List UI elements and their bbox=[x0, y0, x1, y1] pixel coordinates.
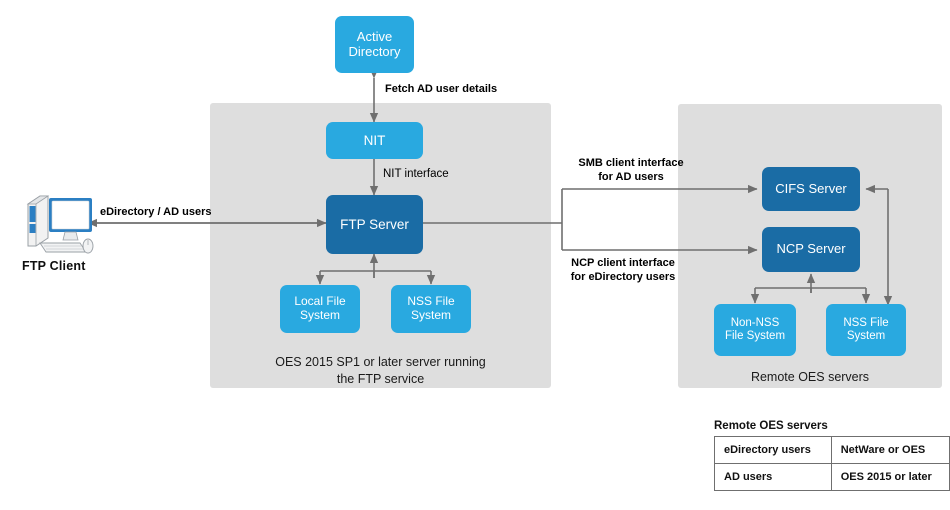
legend-cell-server-type: OES 2015 or later bbox=[830, 463, 950, 491]
smb-line-1: SMB client interface bbox=[578, 157, 684, 169]
node-nss-file-system-label: NSS File System bbox=[399, 294, 462, 323]
desktop-computer-icon bbox=[26, 195, 94, 254]
nonnss-line-1: Non-NSS bbox=[730, 316, 780, 329]
rnss-line-2: System bbox=[846, 330, 886, 342]
ncp-line-2: for eDirectory users bbox=[570, 271, 676, 284]
legend-title: Remote OES servers bbox=[714, 420, 828, 432]
label-smb-client-interface: SMB client interface for AD users bbox=[556, 156, 706, 185]
node-ftp-server[interactable]: FTP Server bbox=[326, 195, 423, 254]
label-fetch-ad-user-details: Fetch AD user details bbox=[385, 83, 498, 95]
legend-table-body: eDirectory users NetWare or OES AD users… bbox=[714, 436, 950, 491]
smb-line-2: for AD users bbox=[598, 171, 664, 184]
node-local-file-system[interactable]: Local File System bbox=[280, 285, 360, 333]
node-local-file-system-label: Local File System bbox=[286, 294, 353, 323]
node-active-directory-label: Active Directory bbox=[340, 28, 408, 60]
node-nss-file-system[interactable]: NSS File System bbox=[391, 285, 471, 333]
nonnss-line-2: File System bbox=[724, 330, 786, 342]
table-row: AD users OES 2015 or later bbox=[714, 463, 950, 491]
node-non-nss-file-system-label: Non-NSS File System bbox=[717, 317, 793, 343]
label-edirectory-ad-users: eDirectory / AD users bbox=[100, 206, 212, 218]
node-cifs-server-label: CIFS Server bbox=[775, 180, 847, 196]
label-nit-interface: NIT interface bbox=[383, 168, 449, 180]
node-remote-nss-file-system-label: NSS File System bbox=[835, 317, 896, 343]
ad-line-1: Active bbox=[356, 28, 393, 44]
caption-right-panel: Remote OES servers bbox=[678, 369, 942, 386]
legend-cell-server-type: NetWare or OES bbox=[830, 436, 950, 464]
node-ncp-server[interactable]: NCP Server bbox=[762, 227, 860, 272]
legend-table: eDirectory users NetWare or OES AD users… bbox=[714, 436, 950, 491]
nfs-line-1: NSS File bbox=[407, 294, 455, 309]
ftp-client-group[interactable] bbox=[18, 190, 98, 270]
node-remote-nss-file-system[interactable]: NSS File System bbox=[826, 304, 906, 356]
lfs-line-2: System bbox=[299, 308, 340, 322]
ftp-client-label: FTP Client bbox=[22, 259, 86, 273]
ad-line-2: Directory bbox=[348, 43, 401, 59]
node-ftp-server-label: FTP Server bbox=[340, 216, 409, 232]
legend-cell-user-type: eDirectory users bbox=[714, 436, 832, 464]
rnss-line-1: NSS File bbox=[843, 316, 889, 329]
caption-left-panel: OES 2015 SP1 or later server running the… bbox=[210, 354, 551, 388]
caption-left-line-1: OES 2015 SP1 or later server running bbox=[275, 355, 486, 369]
table-row: eDirectory users NetWare or OES bbox=[714, 436, 950, 464]
node-ncp-server-label: NCP Server bbox=[776, 241, 846, 257]
nfs-line-2: System bbox=[410, 308, 451, 322]
node-cifs-server[interactable]: CIFS Server bbox=[762, 167, 860, 211]
lfs-line-1: Local File bbox=[294, 294, 346, 309]
ncp-line-1: NCP client interface bbox=[571, 257, 675, 269]
label-ncp-client-interface: NCP client interface for eDirectory user… bbox=[543, 256, 703, 285]
caption-right-line-1: Remote OES servers bbox=[750, 370, 870, 384]
node-nit-label: NIT bbox=[363, 132, 386, 148]
node-nit[interactable]: NIT bbox=[326, 122, 423, 159]
caption-left-line-2: the FTP service bbox=[336, 371, 425, 386]
legend-cell-user-type: AD users bbox=[714, 463, 832, 491]
node-non-nss-file-system[interactable]: Non-NSS File System bbox=[714, 304, 796, 356]
node-active-directory[interactable]: Active Directory bbox=[335, 16, 414, 73]
legend-remote-oes-servers: Remote OES servers eDirectory users NetW… bbox=[714, 420, 950, 491]
